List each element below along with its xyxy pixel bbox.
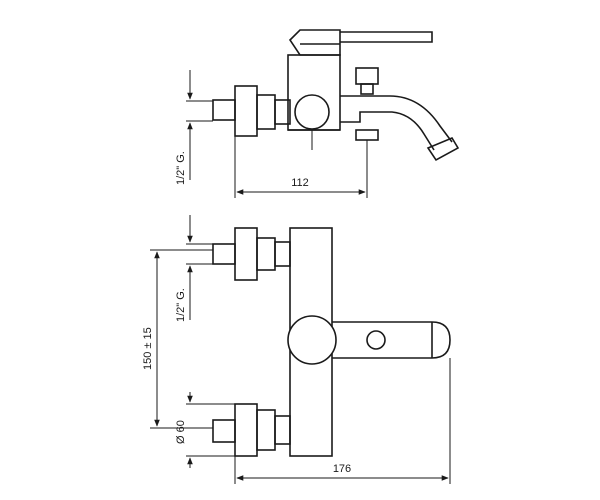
front-diverter-knob: [287, 315, 337, 365]
diameter-dimension: Ø 60: [175, 392, 235, 468]
lever-handle: [288, 29, 433, 56]
height-dimension: 150 ± 15: [142, 249, 213, 429]
upper-inlet-connector: [212, 227, 291, 281]
shower-outlet: [355, 67, 379, 95]
front-spout: [332, 321, 451, 359]
front-width-label: 176: [333, 463, 351, 475]
front-thread-label: 1/2" G.: [175, 288, 187, 322]
front-view: 1/2" G. 150 ± 15 Ø 60 176: [142, 215, 451, 484]
top-view: 1/2" G. 112: [175, 29, 460, 198]
lower-inlet-connector: [212, 403, 291, 457]
diameter-label: Ø 60: [175, 420, 187, 444]
front-width-dimension: 176: [234, 358, 451, 484]
diverter-knob: [294, 94, 330, 130]
top-thread-dimension: 1/2" G.: [175, 70, 213, 185]
height-label: 150 ± 15: [142, 327, 154, 370]
top-width-dimension: 112: [234, 136, 368, 198]
top-width-label: 112: [291, 177, 309, 189]
spout: [340, 95, 460, 162]
lower-nub: [355, 129, 379, 141]
front-thread-dimension: 1/2" G.: [175, 215, 213, 322]
mixer-body: [287, 54, 341, 131]
top-thread-label: 1/2" G.: [175, 151, 187, 185]
inlet-connector: [212, 85, 291, 137]
